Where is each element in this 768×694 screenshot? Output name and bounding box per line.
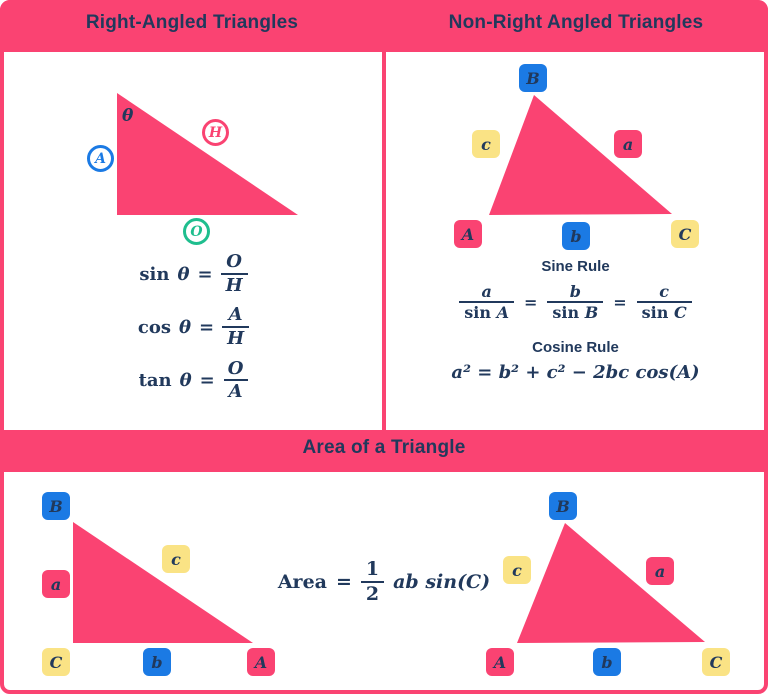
area-left-vertex-C: C <box>42 648 70 676</box>
sin-equals: = <box>197 263 213 285</box>
title-right-angled-triangles: Right-Angled Triangles <box>85 12 299 33</box>
sin-angle: θ <box>177 263 190 285</box>
cos-numerator: A <box>228 304 243 326</box>
side-label-c: c <box>472 130 500 158</box>
cosine-rule-formula: a² = b² + c² − 2bc cos(A) <box>451 361 700 383</box>
title-non-right-angled-triangles: Non-Right Angled Triangles <box>448 12 704 33</box>
tan-function: tan <box>138 370 172 392</box>
area-equals: = <box>335 571 352 593</box>
sine-frac-c-num: c <box>659 282 670 301</box>
cos-denominator: H <box>222 326 250 350</box>
sin-function: sin <box>139 263 170 285</box>
sine-frac-c-var: C <box>673 303 687 323</box>
vertex-label-C: C <box>671 220 699 248</box>
area-frac-num: 1 <box>365 557 380 580</box>
sine-equals-2: = <box>613 293 627 313</box>
title-area-of-a-triangle: Area of a Triangle <box>302 437 466 458</box>
side-label-b: b <box>562 222 590 250</box>
sin-fraction: O H <box>220 251 248 297</box>
sin-denominator: H <box>220 272 248 297</box>
area-right-vertex-A: A <box>486 648 514 676</box>
header-bar: Right-Angled Triangles Non-Right Angled … <box>0 0 768 52</box>
tan-equals: = <box>199 370 215 392</box>
area-left-side-b: b <box>143 648 171 676</box>
area-formula: Area = 1 2 ab sin(C) <box>0 552 768 612</box>
header-left-half: Right-Angled Triangles <box>0 0 384 52</box>
header-right-half: Non-Right Angled Triangles <box>384 0 768 52</box>
sine-frac-b-den: sin B <box>547 301 604 323</box>
right-angled-triangle-shape <box>117 93 298 215</box>
area-left-vertex-A: A <box>247 648 275 676</box>
vertex-label-B: B <box>519 64 547 92</box>
theta-angle-label: θ <box>122 106 134 126</box>
area-right-side-b: b <box>593 648 621 676</box>
area-word: Area <box>277 571 327 593</box>
cos-fraction: A H <box>222 304 250 350</box>
area-left-side-a: a <box>42 570 70 598</box>
area-left-vertex-B: B <box>42 492 70 520</box>
side-label-a: a <box>614 130 642 158</box>
sine-frac-b-num: b <box>569 282 581 301</box>
sine-fraction-a: a sin A <box>459 282 515 323</box>
sine-fraction-c: c sin C <box>636 282 692 323</box>
sine-equals-1: = <box>524 293 538 313</box>
cos-equals: = <box>199 317 215 339</box>
opposite-circle-label: O <box>183 218 210 245</box>
sine-frac-a-num: a <box>481 282 492 301</box>
tan-denominator: A <box>223 379 248 403</box>
sine-frac-b-var: B <box>584 303 599 323</box>
adjacent-circle-label: A <box>87 145 114 172</box>
area-rhs: ab sin(C) <box>393 571 491 593</box>
panel-divider <box>382 52 386 432</box>
sine-frac-c-fn: sin <box>641 303 669 323</box>
cos-angle: θ <box>178 317 191 339</box>
sine-fraction-b: b sin B <box>547 282 604 323</box>
sine-frac-a-den: sin A <box>459 301 515 323</box>
sine-frac-c-den: sin C <box>636 301 692 323</box>
sine-frac-a-fn: sin <box>464 303 492 323</box>
sine-rule-title: Sine Rule <box>541 258 610 275</box>
area-frac-den: 2 <box>360 580 385 606</box>
sine-frac-b-fn: sin <box>552 303 580 323</box>
area-right-side-a: a <box>646 557 674 585</box>
hypotenuse-circle-label: H <box>202 119 229 146</box>
tan-fraction: O A <box>223 357 249 403</box>
cosine-rule-title: Cosine Rule <box>532 338 619 356</box>
rules-block: Sine Rule a sin A = b sin B = c sin C Co… <box>387 258 764 383</box>
tan-numerator: O <box>227 357 244 379</box>
area-right-side-c: c <box>503 556 531 584</box>
sine-frac-a-var: A <box>496 303 510 323</box>
non-right-triangle-shape <box>489 95 672 215</box>
sin-numerator: O <box>226 251 242 272</box>
sine-rule-formula: a sin A = b sin B = c sin C <box>459 282 692 323</box>
area-right-vertex-C: C <box>702 648 730 676</box>
area-title-bar: Area of a Triangle <box>0 430 768 472</box>
tan-angle: θ <box>179 370 192 392</box>
cos-function: cos <box>137 317 171 339</box>
area-right-vertex-B: B <box>549 492 577 520</box>
vertex-label-A: A <box>454 220 482 248</box>
area-half-fraction: 1 2 <box>360 557 385 606</box>
